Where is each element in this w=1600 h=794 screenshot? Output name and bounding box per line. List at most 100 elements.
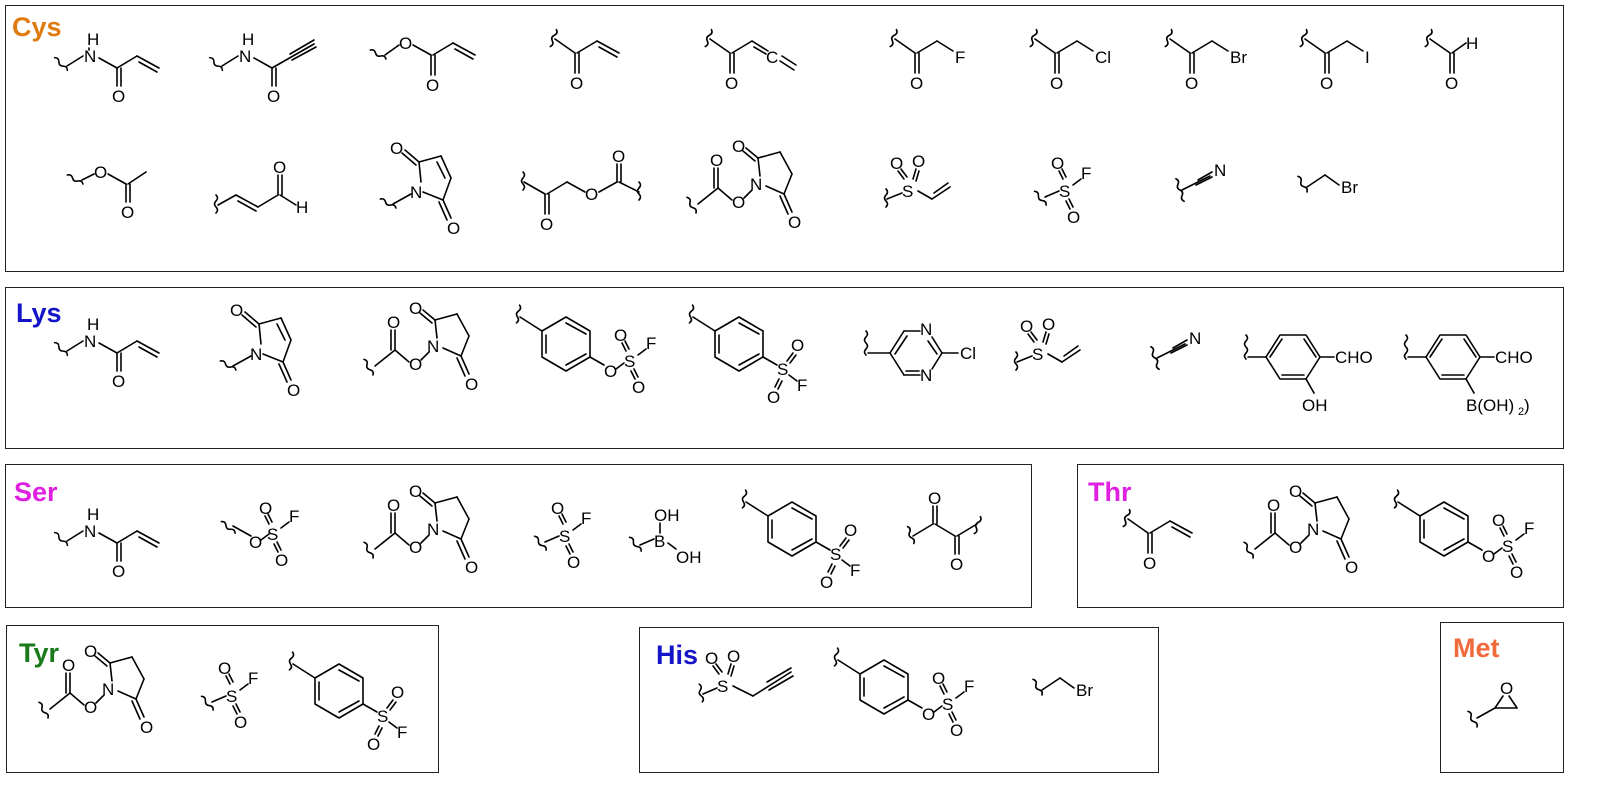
svg-text:F: F: [646, 334, 656, 353]
svg-text:O: O: [950, 721, 963, 740]
panel-label-thr: Thr: [1088, 477, 1132, 507]
svg-text:O: O: [267, 87, 280, 106]
svg-text:O: O: [1345, 558, 1358, 577]
svg-text:O: O: [725, 74, 738, 93]
structure-acrylamide: N H O: [53, 505, 160, 581]
svg-text:F: F: [397, 723, 407, 742]
panel-ser: Ser: [5, 464, 1032, 608]
structure-chloromethyl-ketone: O Cl: [1029, 28, 1111, 93]
structure-salicylaldehyde: CHO OH: [1243, 334, 1373, 415]
structure-propargyl-sulfone: S O O: [698, 647, 794, 703]
structure-vinyl-sulfone: S O O: [883, 152, 951, 208]
svg-text:O: O: [912, 152, 925, 171]
svg-text:O: O: [465, 558, 478, 577]
svg-text:O: O: [259, 499, 272, 518]
svg-text:B: B: [654, 532, 665, 551]
panel-label-tyr: Tyr: [19, 638, 60, 668]
svg-text:N: N: [750, 175, 762, 194]
svg-text:N: N: [239, 47, 251, 66]
svg-text:O: O: [84, 642, 97, 661]
svg-text:O: O: [465, 375, 478, 394]
structure-aryl-sulfonyl-fluoride: S O F O: [741, 489, 860, 592]
structure-sulfonyl-fluoride: S O F O: [533, 499, 591, 572]
svg-text:O: O: [409, 355, 422, 374]
svg-text:O: O: [273, 158, 286, 177]
svg-text:N: N: [1307, 520, 1319, 539]
svg-text:O: O: [928, 489, 941, 508]
structure-maleimide: N O O: [379, 139, 460, 238]
svg-text:S: S: [942, 695, 953, 714]
svg-text:Br: Br: [1076, 681, 1093, 700]
svg-text:O: O: [391, 683, 404, 702]
svg-text:O: O: [1500, 679, 1513, 698]
svg-text:O: O: [94, 163, 107, 182]
panel-label-cys: Cys: [12, 12, 62, 42]
panel-thr: Thr: [1077, 464, 1564, 608]
svg-text:C: C: [766, 48, 778, 67]
svg-text:O: O: [409, 299, 422, 318]
svg-text:O: O: [604, 362, 617, 381]
svg-text:Cl: Cl: [960, 344, 976, 363]
svg-text:O: O: [112, 372, 125, 391]
structure-vinyl-ketone: O: [1122, 508, 1193, 573]
svg-text:S: S: [717, 677, 728, 696]
svg-text:N: N: [920, 366, 932, 385]
svg-text:H: H: [87, 505, 99, 524]
svg-text:Cl: Cl: [1095, 48, 1111, 67]
svg-text:S: S: [777, 360, 788, 379]
svg-text:O: O: [390, 139, 403, 158]
panel-label-lys: Lys: [16, 298, 62, 328]
svg-text:O: O: [890, 154, 903, 173]
svg-text:O: O: [367, 735, 380, 754]
structure-propiolamide: N H O: [208, 30, 317, 106]
svg-text:N: N: [84, 47, 96, 66]
structure-aryl-fluorosulfate: O S O F O: [1393, 489, 1534, 582]
structure-fluoromethyl-ketone: O F: [889, 28, 965, 93]
structure-nhs-ester: O O N O O: [363, 299, 478, 394]
svg-text:F: F: [248, 669, 258, 688]
svg-text:O: O: [447, 219, 460, 238]
structure-2-formylphenylboronic-acid: CHO B(OH) 2 ): [1403, 334, 1533, 418]
svg-text:O: O: [710, 151, 723, 170]
svg-text:S: S: [830, 545, 841, 564]
svg-text:O: O: [1320, 74, 1333, 93]
svg-text:O: O: [121, 203, 134, 222]
svg-text:CHO: CHO: [1335, 348, 1373, 367]
structure-aryl-fluorosulfate: O S O F O: [833, 647, 974, 740]
svg-text:O: O: [1050, 74, 1063, 93]
svg-text:O: O: [567, 553, 580, 572]
structure-1-2-dicarbonyl: O O: [906, 489, 982, 574]
svg-text:O: O: [112, 562, 125, 581]
svg-text:O: O: [820, 573, 833, 592]
structure-iodomethyl-ketone: O I: [1299, 28, 1370, 93]
svg-text:O: O: [399, 34, 412, 53]
structure-nhs-ester: O O N O O: [686, 137, 801, 232]
panel-cys: Cys: [5, 5, 1564, 272]
svg-text:O: O: [249, 533, 262, 552]
svg-text:): ): [1524, 396, 1530, 415]
svg-text:2: 2: [1518, 406, 1524, 418]
svg-text:B(OH): B(OH): [1466, 396, 1514, 415]
structure-nhs-ester: O O N O O: [363, 482, 478, 577]
svg-text:N: N: [84, 332, 96, 351]
svg-text:H: H: [296, 198, 308, 217]
svg-text:S: S: [559, 527, 570, 546]
structure-vinyl-sulfone: S O O: [1013, 315, 1081, 371]
svg-text:O: O: [234, 713, 247, 732]
svg-text:S: S: [377, 707, 388, 726]
structure-acyloxymethyl-ketone: O O O: [520, 147, 642, 234]
svg-text:O: O: [426, 76, 439, 95]
svg-text:N: N: [427, 520, 439, 539]
structure-epoxide: O: [1467, 679, 1518, 728]
svg-text:S: S: [1059, 182, 1070, 201]
structure-acrylamide: N H O: [53, 315, 160, 391]
svg-text:O: O: [218, 659, 231, 678]
svg-text:O: O: [1492, 511, 1505, 530]
svg-text:N: N: [427, 337, 439, 356]
svg-text:O: O: [409, 538, 422, 557]
svg-text:N: N: [84, 522, 96, 541]
svg-text:H: H: [242, 30, 254, 49]
svg-text:O: O: [632, 378, 645, 397]
structure-acrylamide: N H O: [53, 30, 160, 106]
svg-text:F: F: [1524, 519, 1534, 538]
